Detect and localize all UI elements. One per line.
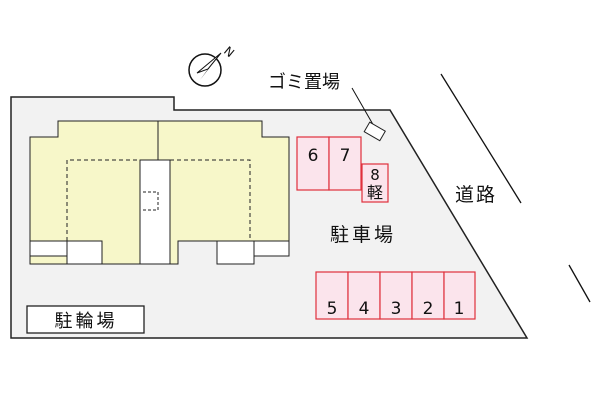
dashed-outline (170, 159, 251, 241)
bicycle-parking-box (26, 305, 145, 334)
parking-number-7: 7 (340, 146, 351, 166)
parking-number-6: 6 (308, 146, 319, 166)
building-cutout (29, 240, 68, 257)
parking-space-4 (347, 271, 381, 320)
parking-space-8-kei (361, 163, 389, 203)
road-label: 道路 (455, 184, 497, 206)
north-label: N (221, 44, 237, 60)
north-arrow-icon: N (188, 44, 237, 87)
parking-number-8: 8 (370, 166, 380, 184)
garbage-label: ゴミ置場 (268, 72, 340, 93)
parking-label: 駐車場 (330, 224, 396, 246)
dashed-outline (66, 159, 140, 241)
corridor (139, 159, 171, 265)
parking-group-upper: 6 7 8 軽 (296, 136, 389, 203)
parking-space-6 (296, 136, 330, 191)
parking-number-3: 3 (391, 299, 402, 319)
kei-label: 軽 (367, 183, 383, 202)
road-edge-line (440, 73, 522, 204)
parking-space-3 (379, 271, 413, 320)
parking-group-lower: 5 4 3 2 1 (315, 271, 476, 320)
road-edge-line (568, 264, 591, 303)
building-cutout (66, 240, 103, 265)
parking-number-2: 2 (423, 299, 434, 319)
garbage-leader-line (351, 87, 376, 129)
building (29, 120, 290, 265)
parking-space-5 (315, 271, 349, 320)
building-cutout (253, 240, 290, 257)
parking-number-5: 5 (327, 299, 338, 319)
building-cutout (216, 240, 255, 265)
parking-number-4: 4 (359, 299, 370, 319)
parking-number-1: 1 (454, 299, 465, 319)
parking-space-7 (328, 136, 362, 191)
dashed-stair (143, 191, 159, 211)
garbage-area (363, 121, 386, 142)
bicycle-parking-label: 駐輪場 (55, 311, 118, 332)
parking-space-1 (443, 271, 476, 320)
